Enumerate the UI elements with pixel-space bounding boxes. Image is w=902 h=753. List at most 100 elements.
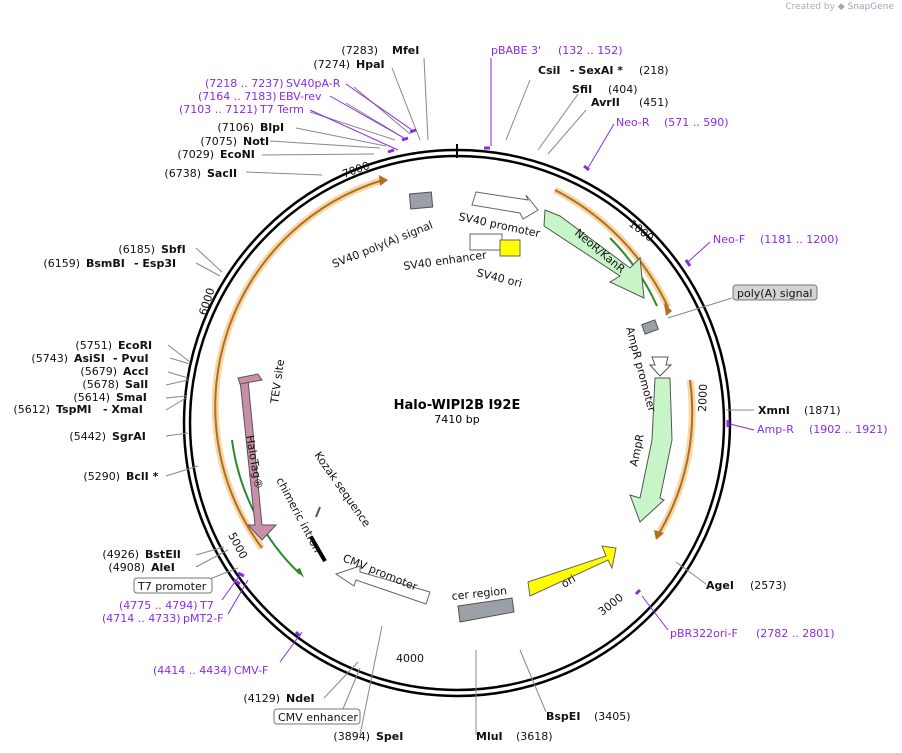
orf-halo-inner-head <box>296 568 304 578</box>
primer-range: (7218 .. 7237) <box>205 77 284 90</box>
orf-amp-line <box>657 379 694 536</box>
orf-halo-head <box>379 175 388 186</box>
site-name: MluI <box>476 730 503 743</box>
features <box>237 191 673 623</box>
snapgene-credit: Created by ◆ SnapGene <box>785 2 894 12</box>
primer-marks <box>233 128 730 638</box>
leader <box>195 262 221 277</box>
primer-mark <box>634 588 642 596</box>
label-sv40-ori: SV40 ori <box>475 266 523 290</box>
site-name: CsiI <box>538 64 560 77</box>
site-name: BclI * <box>126 470 159 483</box>
site-name: SgrAI <box>112 430 146 443</box>
primer-leader-t7term <box>309 109 399 151</box>
leader <box>165 432 189 437</box>
leader <box>547 109 587 155</box>
leader <box>391 67 421 141</box>
orf-arcs <box>211 175 696 578</box>
label-tev-site: TEV site <box>268 358 287 405</box>
box-polya-text: poly(A) signal <box>737 287 812 300</box>
primer-mark <box>684 259 692 267</box>
site-pos: (5290) <box>83 470 120 483</box>
primer-leader-neo-r <box>587 123 615 169</box>
site-pos: (7274) <box>313 58 350 71</box>
boxed-labels: poly(A) signal T7 promoter CMV enhancer <box>133 284 818 725</box>
leader <box>323 661 359 699</box>
tick-4000: 4000 <box>396 652 424 665</box>
site-name: SacII <box>207 167 237 180</box>
site-name: AvrII <box>591 96 620 109</box>
tick-5000: 5000 <box>225 530 250 561</box>
orf-neo-line <box>554 189 669 308</box>
credit-text: Created by <box>785 2 835 12</box>
site-pos: (7075) <box>200 135 237 148</box>
box-t7-promoter-text: T7 promoter <box>137 580 207 593</box>
site-name: SbfI <box>161 243 186 256</box>
leader <box>295 127 387 147</box>
primer-name: T7 <box>199 599 214 612</box>
leader <box>537 93 579 151</box>
orf-neo-head <box>664 303 672 316</box>
site-pos: (404) <box>608 83 638 96</box>
leader <box>519 649 547 713</box>
neor-kanr-arrow <box>543 209 645 299</box>
ampr-arrow <box>629 377 673 523</box>
site-name: SpeI <box>376 730 403 743</box>
sv40-ori-box <box>499 239 521 257</box>
plasmid-length: 7410 bp <box>434 413 479 426</box>
site-name: AgeI <box>706 579 734 592</box>
site-pos: (5612) <box>13 403 50 416</box>
kozak-mark <box>315 506 321 518</box>
primer-range: (132 .. 152) <box>558 44 623 57</box>
site-pos: (2573) <box>750 579 787 592</box>
label-ampr-promoter: AmpR promoter <box>623 325 658 413</box>
primer-name: pBR322ori-F <box>670 627 738 640</box>
leader <box>195 549 229 568</box>
tick-7000: 7000 <box>341 159 372 181</box>
site-pos: (6159) <box>43 257 80 270</box>
site-name: TspMI <box>56 403 92 416</box>
site-pos: (6738) <box>164 167 201 180</box>
site-name: MfeI <box>392 44 419 57</box>
leader <box>269 140 381 149</box>
leader <box>167 344 191 363</box>
label-halotag: HaloTag® <box>243 434 265 490</box>
primer-range: (7103 .. 7121) <box>179 103 258 116</box>
primer-range: (7164 .. 7183) <box>198 90 277 103</box>
leader <box>195 546 225 556</box>
primer-leader-pbr322ori-f <box>641 595 669 631</box>
site-name: SmaI <box>116 391 147 404</box>
cer-region-box <box>457 597 515 623</box>
sv40-enhancer-box <box>469 233 503 251</box>
site-pos: (3405) <box>594 710 631 723</box>
site-pos: (5751) <box>75 339 112 352</box>
box-cmv-enhancer <box>273 708 361 725</box>
primer-mark <box>409 128 417 134</box>
leader <box>165 465 199 477</box>
leader <box>245 171 323 176</box>
primer-mark <box>387 148 395 154</box>
sv40-promoter-arrow <box>471 191 539 220</box>
site-name: AleI <box>151 561 175 574</box>
site-pos: (5679) <box>80 365 117 378</box>
site-extra: - SexAI * <box>570 64 623 77</box>
primer-range: (571 .. 590) <box>664 116 729 129</box>
orf-halo <box>211 176 385 551</box>
primer-name: SV40pA-R <box>286 77 341 90</box>
primer-range: (1181 .. 1200) <box>760 233 839 246</box>
site-name: BstEII <box>145 548 181 561</box>
primer-name: Neo-F <box>713 233 745 246</box>
leader <box>353 86 411 135</box>
label-ori: ori <box>559 572 578 590</box>
site-pos: (218) <box>639 64 669 77</box>
site-name: AsiSI <box>74 352 105 365</box>
site-name: NotI <box>243 135 269 148</box>
site-name: EcoRI <box>118 339 152 352</box>
site-extra: - Esp3I <box>134 257 176 270</box>
primer-name: pMT2-F <box>183 612 224 625</box>
tev-site-mark <box>237 373 263 385</box>
site-pos: (451) <box>639 96 669 109</box>
cmv-promoter-arrow <box>334 565 431 605</box>
primer-name: pBABE 3' <box>491 44 541 57</box>
primer-leaders <box>221 58 755 663</box>
